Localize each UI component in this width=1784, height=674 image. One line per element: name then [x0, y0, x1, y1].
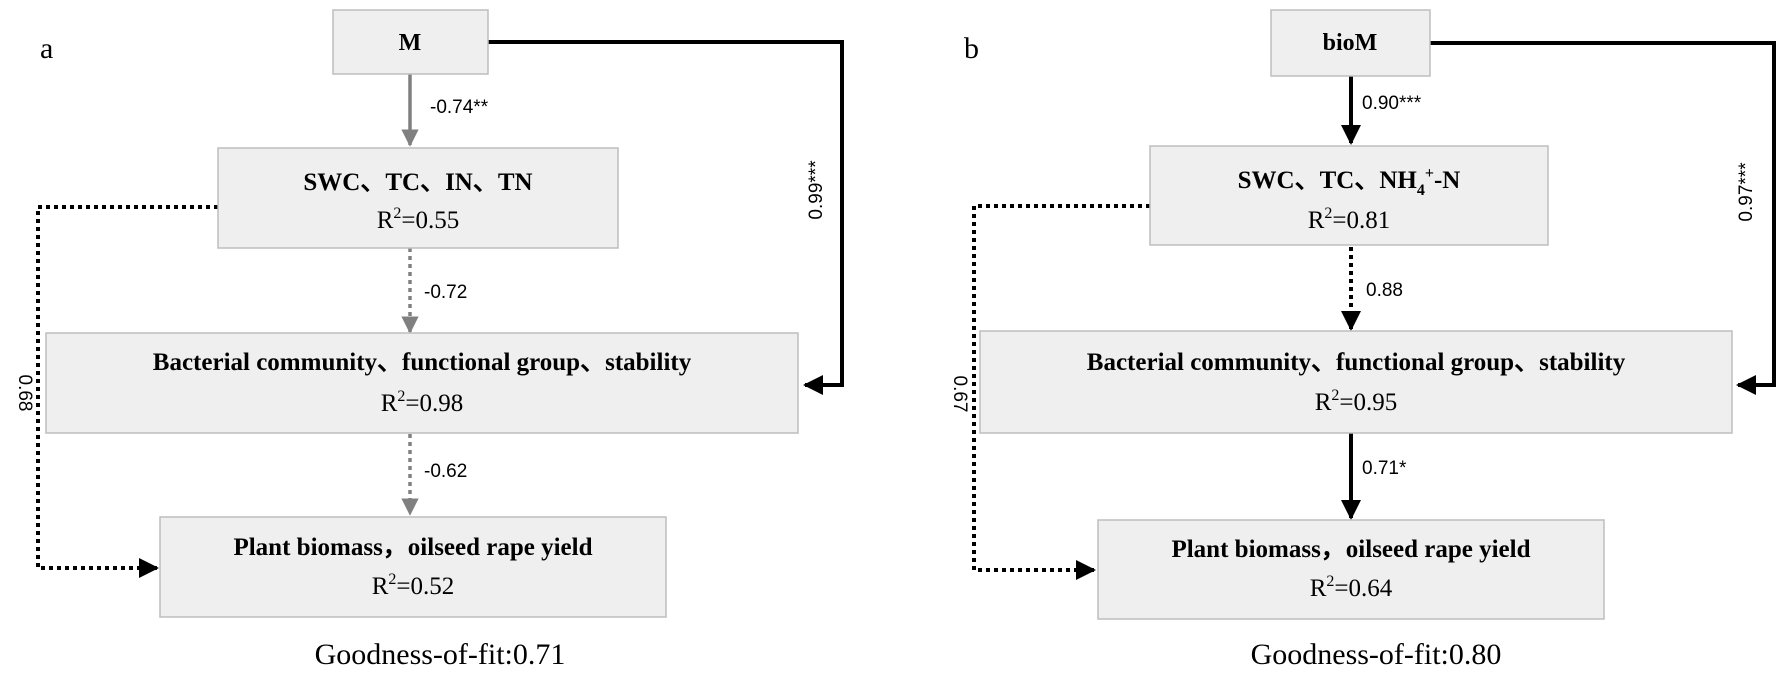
node-b-soil: SWC、TC、NH4+-N R2=0.81 — [1149, 145, 1549, 246]
path-b-top-to-bacteria — [1430, 41, 1776, 395]
coef-b-bacteria-to-plant: 0.71* — [1362, 458, 1407, 479]
node-b-plant: Plant biomass，oilseed rape yield R2=0.64 — [1097, 519, 1605, 620]
panel-a-letter: a — [40, 32, 53, 65]
node-b-bacteria: Bacterial community、functional group、sta… — [979, 330, 1733, 434]
panel-b-letter: b — [964, 32, 979, 65]
node-b-bacteria-title: Bacterial community、functional group、sta… — [1087, 349, 1626, 376]
node-b-soil-title: SWC、TC、NH4+-N — [1238, 165, 1461, 199]
path-b-soil-to-plant — [972, 204, 1150, 580]
node-a-bacteria-r2: R2=0.98 — [381, 388, 464, 417]
node-a-soil-r2: R2=0.55 — [377, 205, 460, 234]
node-a-soil-title: SWC、TC、IN、TN — [303, 169, 532, 196]
node-b-plant-title: Plant biomass，oilseed rape yield — [1171, 536, 1530, 563]
path-a-top-to-bacteria — [488, 40, 844, 395]
coef-a-soil-to-plant: 0.68 — [14, 375, 35, 412]
coef-a-top-to-soil: -0.74** — [430, 97, 489, 118]
node-b-bacteria-r2: R2=0.95 — [1315, 387, 1398, 416]
coef-b-soil-to-plant: 0.67 — [949, 376, 970, 413]
panel-a: a -0.74** -0.72 -0.62 0.99*** 0.68 M SWC… — [14, 9, 844, 671]
coef-b-soil-to-bacteria: 0.88 — [1366, 280, 1403, 301]
coef-a-soil-to-bacteria: -0.72 — [424, 282, 467, 303]
node-a-top-label: M — [399, 30, 422, 56]
node-b-top-label: bioM — [1323, 30, 1378, 56]
goodness-of-fit-b: Goodness-of-fit:0.80 — [1251, 638, 1502, 671]
node-a-soil: SWC、TC、IN、TN R2=0.55 — [217, 147, 619, 249]
node-a-bacteria: Bacterial community、functional group、sta… — [45, 332, 799, 434]
node-b-plant-r2: R2=0.64 — [1310, 573, 1393, 602]
coef-a-bacteria-to-plant: -0.62 — [424, 461, 467, 482]
node-a-plant: Plant biomass，oilseed rape yield R2=0.52 — [159, 516, 667, 618]
coef-a-top-to-bacteria: 0.99*** — [806, 160, 827, 220]
coef-b-top-to-bacteria: 0.97*** — [1736, 162, 1757, 222]
node-a-plant-title: Plant biomass，oilseed rape yield — [233, 534, 592, 561]
coef-b-top-to-soil: 0.90*** — [1362, 93, 1422, 114]
node-a-top: M — [332, 9, 489, 75]
panel-b: b 0.90*** 0.88 0.71* 0.97*** 0.67 bioM S… — [949, 9, 1776, 671]
node-a-bacteria-title: Bacterial community、functional group、sta… — [153, 349, 692, 376]
node-b-top: bioM — [1270, 9, 1431, 77]
node-a-plant-r2: R2=0.52 — [372, 571, 455, 600]
goodness-of-fit-a: Goodness-of-fit:0.71 — [315, 638, 566, 671]
node-b-soil-r2: R2=0.81 — [1308, 205, 1391, 234]
path-a-soil-to-plant — [36, 205, 218, 578]
